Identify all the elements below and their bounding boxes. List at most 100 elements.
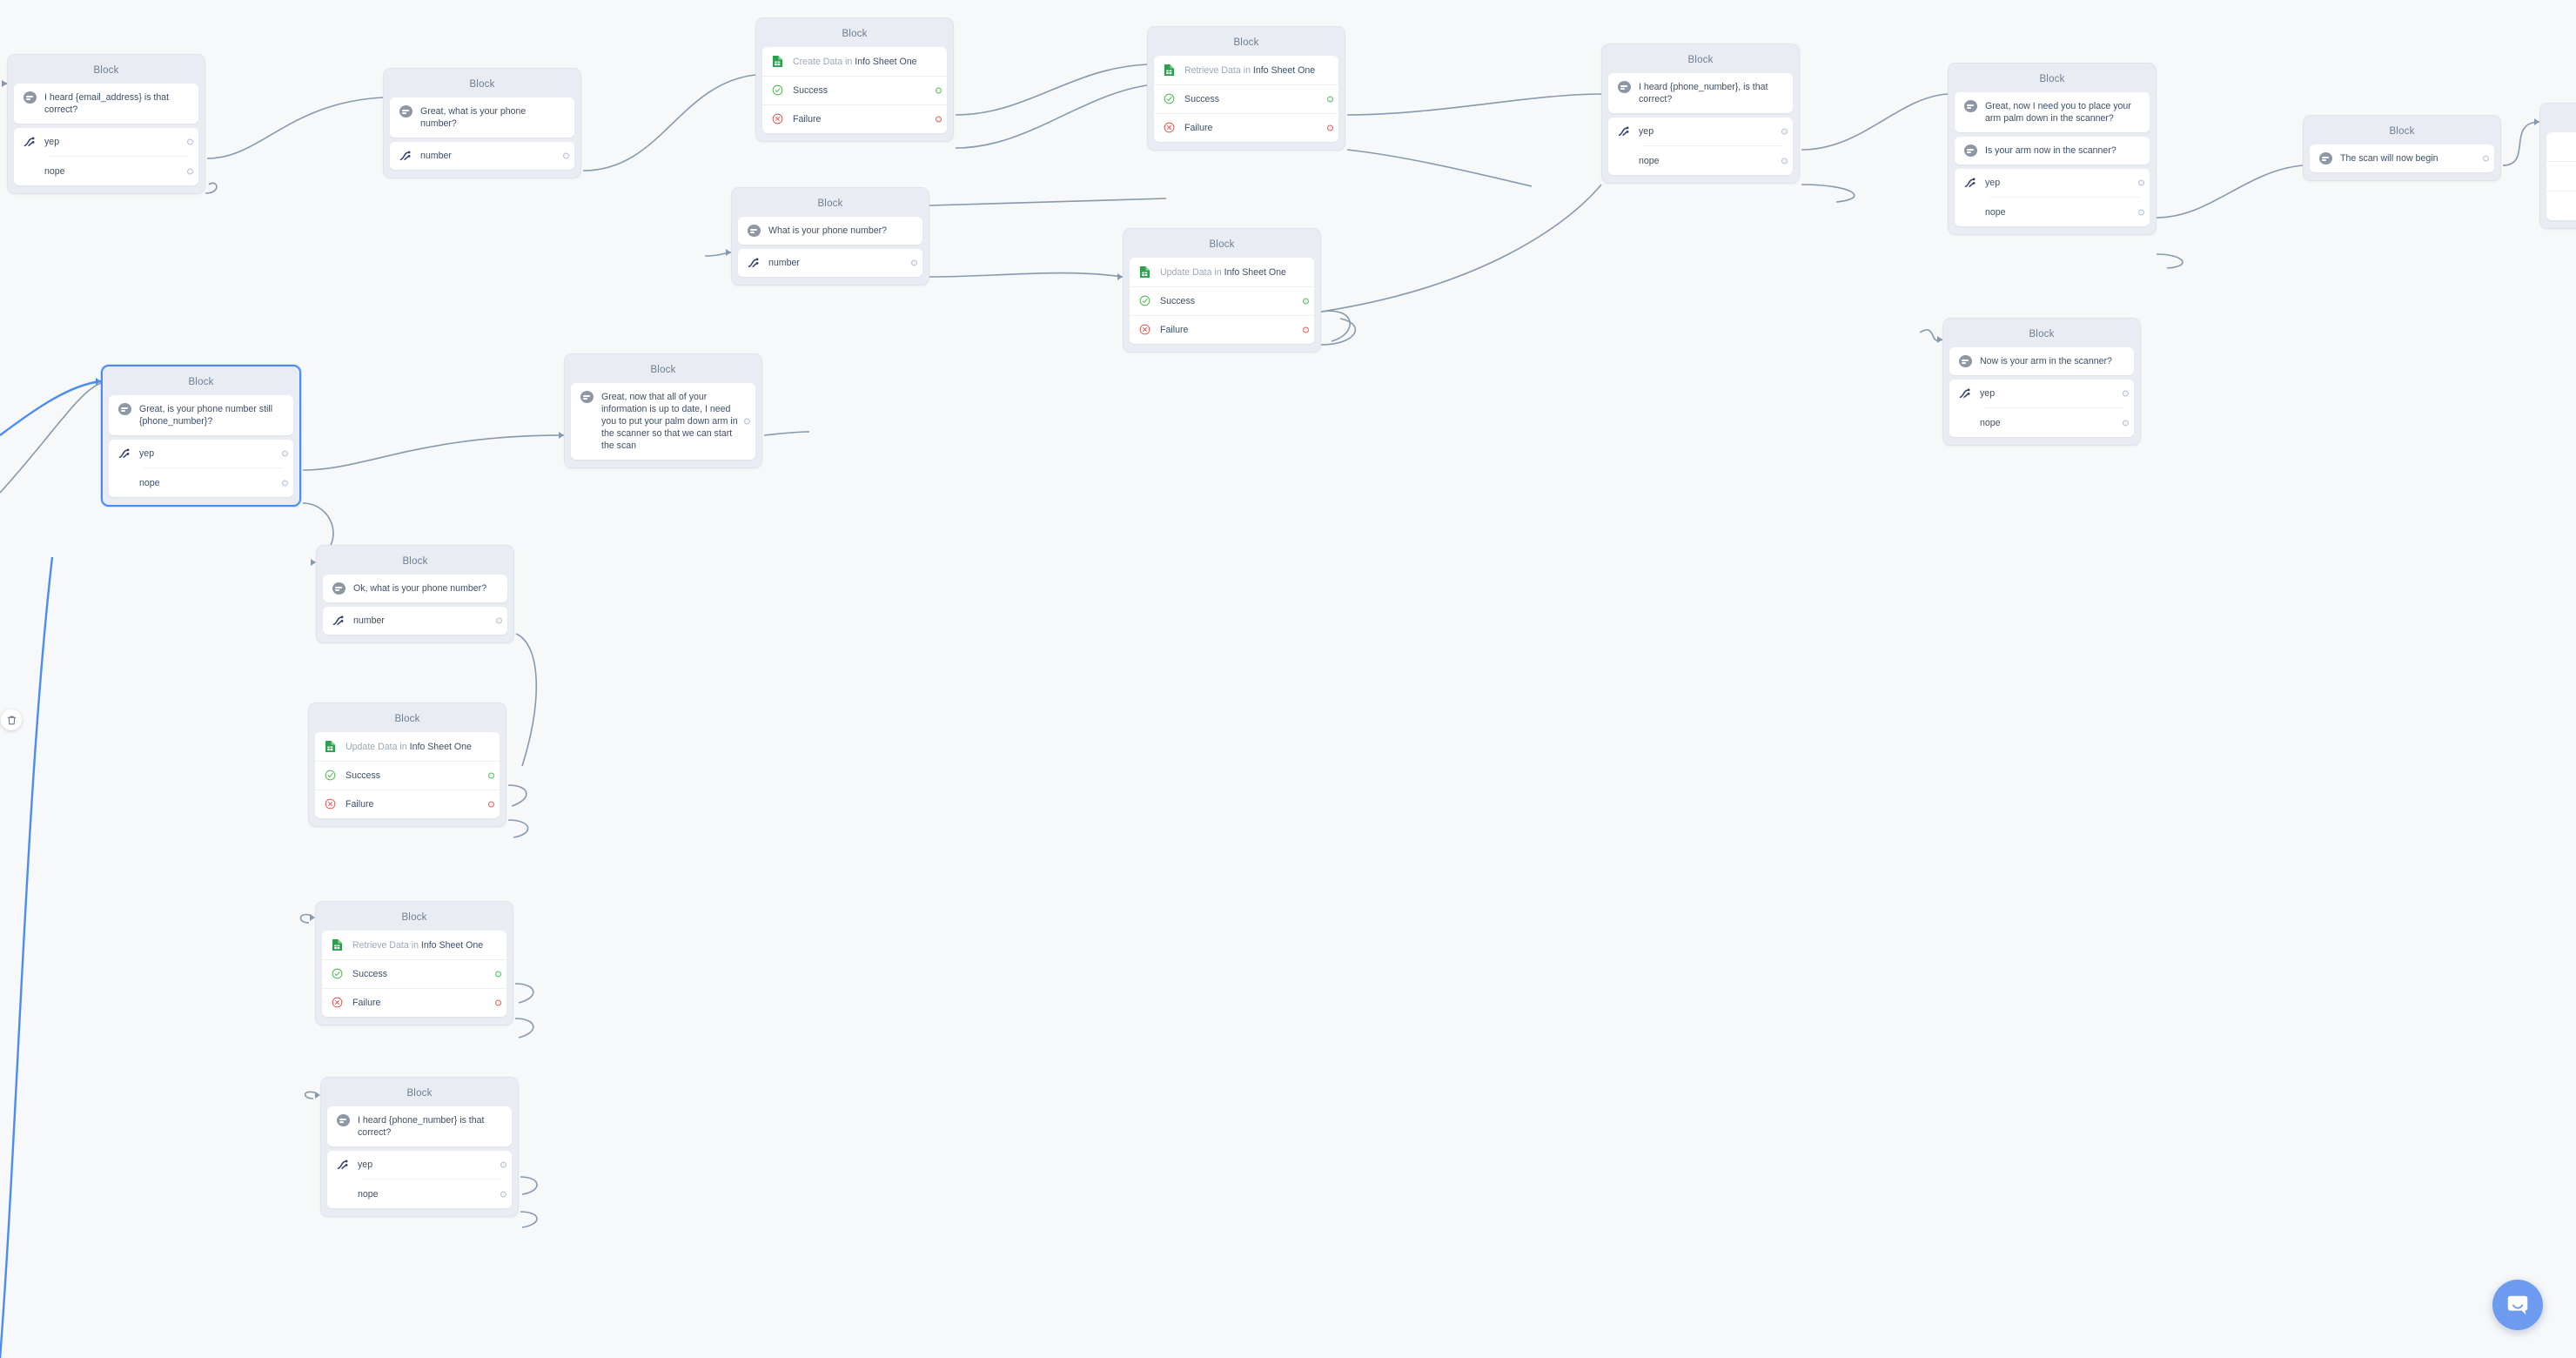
output-port[interactable]	[1327, 124, 1333, 131]
output-port[interactable]	[936, 116, 942, 123]
block-row[interactable]: Failure	[1130, 316, 1314, 344]
output-port[interactable]	[2138, 209, 2144, 215]
block-row[interactable]	[2546, 192, 2576, 220]
output-port[interactable]	[936, 87, 942, 94]
block-row[interactable]: I heard {phone_number}, is that correct?	[1608, 73, 1793, 113]
block-row[interactable]: Failure	[1154, 114, 1338, 142]
block-row[interactable]: I heard {phone_number} is that correct?	[327, 1106, 512, 1146]
output-port[interactable]	[282, 450, 288, 457]
flow-edge[interactable]	[582, 74, 756, 171]
block-row[interactable]: nope	[109, 468, 293, 497]
output-port[interactable]	[1781, 128, 1788, 135]
flow-block[interactable]: Block	[2539, 103, 2576, 229]
block-row[interactable]: Is your arm now in the scanner?	[1955, 137, 2150, 165]
block-row[interactable]: number	[390, 142, 574, 170]
flow-edge[interactable]	[1320, 184, 1602, 313]
block-row[interactable]: yep	[1608, 118, 1793, 145]
flow-edge[interactable]	[507, 819, 529, 838]
flow-edge[interactable]	[507, 784, 527, 807]
output-port[interactable]	[500, 1191, 506, 1197]
flow-edge[interactable]	[520, 1176, 538, 1195]
output-port[interactable]	[2138, 179, 2144, 186]
output-port[interactable]	[1303, 326, 1309, 333]
block-row[interactable]: Retrieve Data in Info Sheet One	[322, 931, 506, 959]
output-port[interactable]	[563, 152, 569, 159]
output-port[interactable]	[496, 617, 502, 624]
block-row[interactable]: Update Data in Info Sheet One	[1130, 258, 1314, 286]
block-row[interactable]: nope	[1949, 408, 2134, 437]
output-port[interactable]	[500, 1161, 506, 1168]
flow-edge[interactable]	[929, 272, 1124, 278]
block-row[interactable]	[2546, 162, 2576, 191]
chat-launcher-button[interactable]	[2492, 1280, 2543, 1330]
block-row[interactable]: nope	[1955, 198, 2150, 226]
output-port[interactable]	[187, 138, 193, 145]
block-row[interactable]: yep	[14, 128, 198, 156]
block-row[interactable]: Update Data in Info Sheet One	[315, 732, 500, 761]
block-row[interactable]: number	[323, 607, 507, 635]
block-row[interactable]	[2546, 132, 2576, 161]
flow-edge[interactable]	[704, 252, 732, 257]
block-row[interactable]: What is your phone number?	[738, 217, 922, 245]
block-row[interactable]: The scan will now begin	[2310, 145, 2494, 172]
block-row[interactable]: nope	[14, 157, 198, 185]
block-row[interactable]: number	[738, 249, 922, 277]
output-port[interactable]	[1303, 298, 1309, 305]
output-port[interactable]	[911, 259, 917, 266]
flow-edge[interactable]	[763, 431, 810, 436]
flow-edge[interactable]	[2156, 253, 2184, 269]
block-row[interactable]: Now is your arm in the scanner?	[1949, 347, 2134, 375]
block-row[interactable]: Success	[1154, 85, 1338, 113]
flow-edge[interactable]	[1346, 149, 1533, 187]
flow-edge[interactable]	[0, 382, 102, 494]
block-row[interactable]: Ok, what is your phone number?	[323, 575, 507, 602]
flow-edge[interactable]	[514, 983, 534, 1004]
flow-edge[interactable]	[1801, 184, 1855, 203]
block-row[interactable]: yep	[1949, 380, 2134, 407]
flow-edge[interactable]	[1919, 329, 1943, 342]
block-row[interactable]: Failure	[315, 790, 500, 818]
flow-edge[interactable]	[2502, 121, 2540, 166]
output-port[interactable]	[187, 168, 193, 174]
flow-edge[interactable]	[2156, 165, 2304, 218]
output-port[interactable]	[488, 772, 494, 779]
output-port[interactable]	[495, 999, 501, 1006]
output-port[interactable]	[495, 971, 501, 978]
block-row[interactable]: Great, is your phone number still {phone…	[109, 395, 293, 435]
flow-edge[interactable]	[0, 556, 54, 1358]
block-row[interactable]: Failure	[322, 989, 506, 1017]
flow-edge[interactable]	[304, 1091, 318, 1099]
flow-edge[interactable]	[955, 84, 1148, 149]
flow-edge[interactable]	[929, 198, 1167, 206]
flow-edge[interactable]	[514, 1018, 534, 1039]
block-row[interactable]: yep	[109, 440, 293, 467]
block-row[interactable]: Great, now I need you to place your arm …	[1955, 92, 2150, 132]
block-row[interactable]: yep	[327, 1151, 512, 1179]
block-row[interactable]: yep	[1955, 169, 2150, 197]
flow-edge[interactable]	[1346, 93, 1602, 116]
flow-edge[interactable]	[1320, 310, 1351, 342]
block-row[interactable]: Success	[322, 960, 506, 988]
flow-edge[interactable]	[205, 182, 218, 194]
flow-edge[interactable]	[955, 64, 1148, 116]
flow-edge[interactable]	[299, 913, 312, 924]
flow-edge[interactable]	[1320, 318, 1357, 346]
block-row[interactable]: Retrieve Data in Info Sheet One	[1154, 56, 1338, 84]
flow-edge[interactable]	[1801, 93, 1949, 151]
block-row[interactable]: I heard {email_address} is that correct?	[14, 84, 198, 124]
block-row[interactable]: Create Data in Info Sheet One	[762, 47, 947, 76]
block-row[interactable]: Failure	[762, 105, 947, 133]
